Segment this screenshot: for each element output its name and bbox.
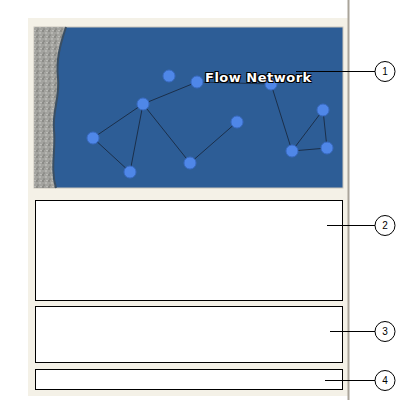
- network-image: [34, 27, 343, 188]
- shore-strip: [34, 27, 66, 188]
- callout-number: 1: [382, 66, 388, 78]
- panel-ground: [28, 18, 348, 396]
- empty-box: [36, 201, 343, 301]
- callout-circles: [375, 62, 395, 391]
- callout-number: 3: [382, 326, 388, 338]
- panel-border: [348, 0, 350, 400]
- empty-box: [36, 307, 343, 363]
- image-title: Flow Network: [205, 70, 312, 85]
- leader-lines: [296, 72, 375, 381]
- callout-number: 2: [382, 220, 388, 232]
- network-links: [93, 82, 327, 172]
- shore-edge: [53, 27, 66, 188]
- network-dots: [87, 70, 333, 178]
- empty-box: [36, 370, 343, 390]
- callout-number: 4: [382, 375, 388, 387]
